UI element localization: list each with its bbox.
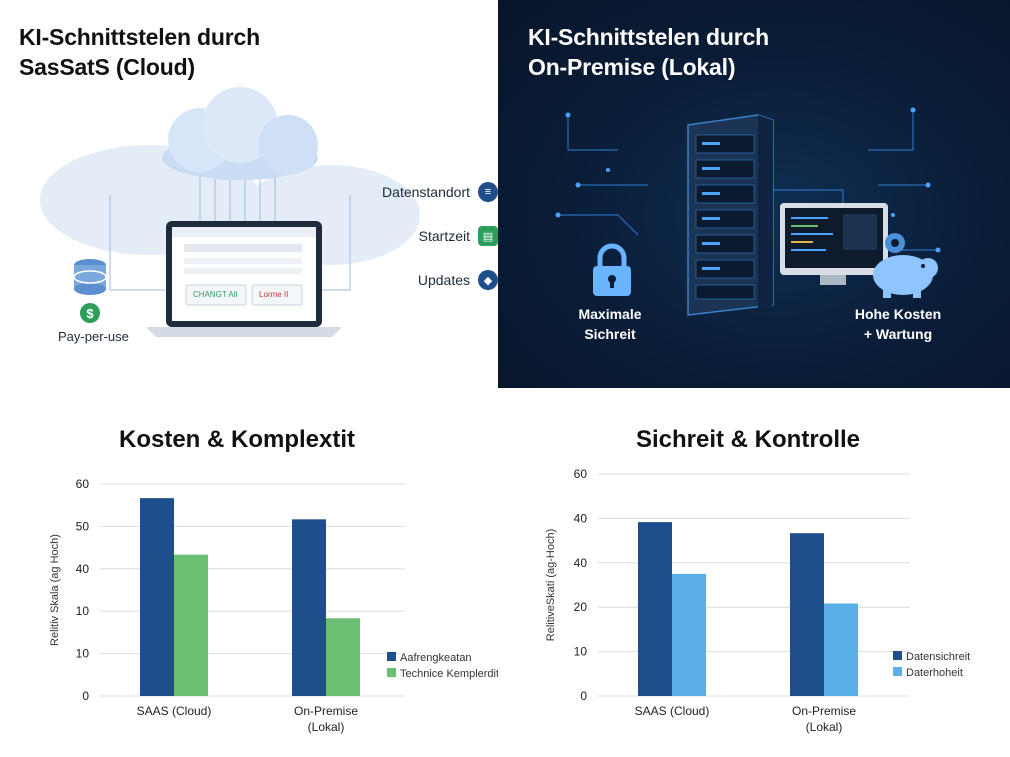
- cost-label-line1: Hohe Kosten: [854, 306, 942, 322]
- y-tick-label: 0: [82, 689, 89, 703]
- x-category-label: SAAS (Cloud): [635, 704, 710, 718]
- y-axis-label: RelitiveSkati (ag-Hoch): [545, 529, 557, 641]
- database-icon: [73, 259, 107, 295]
- security-label-line2: Sichreit: [584, 326, 636, 342]
- x-category-label: On-Premise: [792, 704, 856, 718]
- bar-2-1: [672, 573, 706, 696]
- y-tick-label: 20: [574, 600, 588, 614]
- cost-label: Hohe Kosten + Wartung: [838, 304, 958, 344]
- cloud-panel: KI-Schnittstelen durch SasSatS (Cloud): [0, 0, 498, 388]
- y-tick-label: 0: [580, 689, 587, 703]
- x-category-label: SAAS (Cloud): [137, 704, 212, 718]
- y-tick-label: 10: [76, 604, 90, 618]
- bar-1-1: [638, 522, 672, 696]
- cloud-illustration: $: [40, 87, 420, 337]
- y-tick-label: 40: [574, 511, 588, 525]
- pay-per-use-label: Pay-per-use: [58, 329, 129, 344]
- laptop-button-lorme[interactable]: Lorme II: [259, 290, 289, 299]
- circuit-lines: [109, 175, 351, 291]
- y-tick-label: 40: [574, 556, 588, 570]
- legend-swatch: [893, 651, 902, 660]
- legend-label: Datensichreit: [906, 651, 970, 663]
- legend-label: Daterhoheit: [906, 667, 963, 679]
- piggy-bank-icon: [873, 255, 938, 298]
- bar-1-2: [790, 533, 824, 696]
- cost-label-line2: + Wartung: [863, 326, 933, 342]
- svg-text:$: $: [86, 306, 94, 321]
- monitor-icon: [780, 203, 888, 285]
- y-tick-label: 40: [76, 562, 90, 576]
- circuit-glow-dots: [555, 107, 941, 253]
- feature-datenstandort: Datenstandort ≡: [382, 182, 498, 202]
- clipboard-icon: ▤: [478, 226, 498, 246]
- chart-title-cost: Kosten & Komplextit: [118, 426, 355, 453]
- legend-label: Technice Kemplerdit: [400, 668, 498, 680]
- onprem-title-line2: On-Premise (Lokal): [528, 54, 736, 80]
- circuit-traces: [558, 110, 938, 251]
- legend-label: Aafrengkeatan: [400, 652, 472, 664]
- onprem-illustration: [555, 107, 941, 316]
- onprem-panel: KI-Schnittstelen durch On-Premise (Lokal…: [498, 0, 1010, 388]
- cloud-title-line1: KI-Schnittstelen durch: [19, 24, 260, 50]
- security-label: Maximale Sichreit: [565, 304, 655, 344]
- legend-swatch: [387, 668, 396, 677]
- y-tick-label: 10: [574, 645, 588, 659]
- y-tick-label: 60: [76, 477, 90, 491]
- feature-label-startzeit: Startzeit: [418, 228, 470, 244]
- database-icon: ≡: [478, 182, 498, 202]
- server-rack-icon: [687, 114, 774, 316]
- bar-2-1: [174, 554, 208, 696]
- cost-complexity-chart-panel: Kosten & Komplextit 60 50 40 10 10 0 Relitiv S…: [0, 388, 498, 757]
- cloud-panel-title: KI-Schnittstelen durch SasSatS (Cloud): [19, 22, 260, 82]
- shield-icon: ◆: [478, 270, 498, 290]
- bar-1-2: [292, 519, 326, 696]
- onprem-panel-title: KI-Schnittstelen durch On-Premise (Lokal…: [528, 22, 769, 82]
- feature-startzeit: Startzeit ▤: [419, 226, 498, 246]
- legend-swatch: [387, 652, 396, 661]
- x-category-label: (Lokal): [308, 720, 345, 734]
- y-tick-label: 50: [76, 519, 90, 533]
- onprem-title-line1: KI-Schnittstelen durch: [528, 24, 769, 50]
- security-label-line1: Maximale: [578, 306, 642, 322]
- bar-1-1: [140, 498, 174, 696]
- feature-label-datenstandort: Datenstandort: [382, 184, 470, 200]
- gear-icon: [885, 233, 905, 253]
- lock-icon: [593, 243, 631, 296]
- chart-title-security: Sichreit & Kontrolle: [635, 426, 861, 453]
- bar-2-2: [824, 603, 858, 696]
- bar-2-2: [326, 618, 360, 696]
- cloud-icon: [162, 87, 318, 180]
- laptop-button-chatgpt[interactable]: CHANGT All: [193, 290, 238, 299]
- feature-updates: Updates ◆: [418, 270, 498, 290]
- cloud-title-line2: SasSatS (Cloud): [19, 54, 195, 80]
- x-category-label: On-Premise: [294, 704, 358, 718]
- x-category-label: (Lokal): [806, 720, 843, 734]
- feature-label-updates: Updates: [417, 272, 470, 288]
- legend-swatch: [893, 667, 902, 676]
- y-tick-label: 10: [76, 647, 90, 661]
- security-control-chart-panel: Sichreit & Kontrolle 60 40 40 20 10 0 Relitive…: [498, 388, 1010, 757]
- dollar-icon: $: [80, 303, 100, 323]
- y-tick-label: 60: [574, 467, 588, 481]
- laptop-icon: [146, 221, 342, 337]
- cost-complexity-chart: 60 50 40 10 10 0 Relitiv Skala (ag Hoch) Aafren…: [49, 477, 498, 734]
- y-axis-label: Relitiv Skala (ag Hoch): [49, 534, 61, 646]
- security-control-chart: 60 40 40 20 10 0 RelitiveSkati (ag-Hoch) Datens…: [545, 467, 970, 734]
